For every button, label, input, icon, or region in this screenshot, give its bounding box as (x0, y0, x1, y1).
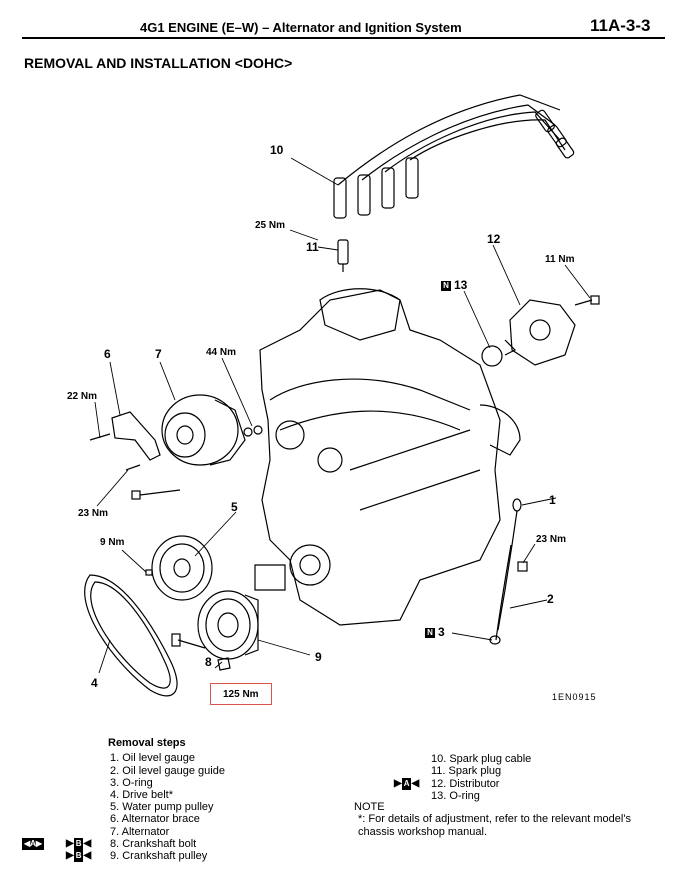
callout-9: 9 (315, 650, 322, 664)
arrow-left-icon: ◀ (83, 850, 92, 861)
callout-8: 8 (205, 655, 212, 669)
removal-step: 5. Water pump pulley (110, 801, 214, 813)
figure-code: 1EN0915 (552, 692, 597, 702)
arrow-right-icon: ▶ (394, 778, 402, 789)
removal-step: 6. Alternator brace (110, 813, 200, 825)
callout-5: 5 (231, 500, 238, 514)
callout-6: 6 (104, 347, 111, 361)
spark-plug-cables-drawing (333, 94, 575, 219)
header-rule (22, 37, 665, 39)
torque-label-water-pump-pulley: 9 Nm (100, 537, 125, 548)
torque-label-crankshaft-bolt: 125 Nm (223, 689, 259, 700)
removal-step: 8. Crankshaft bolt (110, 838, 197, 850)
n-badge-icon: N (425, 627, 435, 638)
marker-a-left: ◀A▶ (22, 838, 45, 850)
arrow-right-icon: ▶ (66, 838, 74, 849)
callout-13-number: 13 (454, 278, 468, 292)
removal-steps-title: Removal steps (108, 737, 186, 749)
callout-11: 11 (306, 240, 319, 254)
crankshaft-bolt-drawing (171, 633, 231, 671)
removal-step: 13. O-ring (431, 790, 480, 802)
torque-highlight-box (210, 683, 272, 705)
marker-a-step12: ▶A◀ (394, 778, 419, 790)
service-point-b-icon: B (73, 850, 84, 862)
service-point-b-icon: B (73, 838, 84, 850)
section-title: REMOVAL AND INSTALLATION <DOHC> (24, 55, 293, 71)
note-text: *: For details of adjustment, refer to t… (358, 813, 631, 838)
torque-label-brace: 22 Nm (67, 391, 98, 402)
service-point-a-icon: A (401, 778, 412, 790)
removal-step: 4. Drive belt* (110, 789, 173, 801)
service-point-a-icon: ◀A▶ (22, 838, 45, 850)
page-number: 11A-3-3 (590, 16, 651, 35)
distributor-o-ring-drawing (481, 345, 503, 367)
spark-plug-drawing (337, 239, 349, 272)
engine-block-drawing (254, 288, 521, 626)
torque-label-gauge-guide: 23 Nm (536, 534, 567, 545)
marker-b-step8: ▶B◀ (66, 838, 91, 850)
drive-belt-drawing (84, 574, 178, 697)
alternator-brace-drawing (89, 411, 161, 471)
arrow-right-icon: ▶ (66, 850, 74, 861)
note-heading: NOTE (354, 801, 385, 813)
n-badge-icon: N (441, 280, 451, 291)
engine-exploded-diagram (84, 94, 600, 697)
torque-label-spark-plug: 25 Nm (255, 220, 286, 231)
removal-step: 11. Spark plug (431, 765, 502, 777)
callout-7: 7 (155, 347, 162, 361)
callout-3-number: 3 (438, 625, 445, 639)
alternator-drawing (131, 394, 246, 500)
removal-step: 10. Spark plug cable (431, 753, 532, 765)
removal-step: 1. Oil level gauge (110, 752, 195, 764)
oil-gauge-drawing (495, 498, 528, 641)
removal-step: 3. O-ring (110, 777, 153, 789)
page-header-title: 4G1 ENGINE (E–W) – Alternator and Igniti… (140, 20, 462, 35)
callout-12: 12 (487, 232, 501, 246)
removal-step: 9. Crankshaft pulley (110, 850, 208, 862)
torque-label-alternator-lower: 23 Nm (78, 508, 109, 519)
distributor-drawing (504, 295, 600, 366)
callout-2: 2 (547, 592, 554, 606)
marker-b-step9: ▶B◀ (66, 850, 91, 862)
callout-1: 1 (549, 493, 556, 507)
removal-step: 2. Oil level gauge guide (110, 765, 225, 777)
water-pump-pulley-drawing (145, 535, 213, 601)
crankshaft-pulley-drawing (197, 590, 259, 660)
leader-lines (94, 157, 591, 674)
removal-step: 7. Alternator (110, 826, 170, 838)
removal-step: 12. Distributor (431, 778, 500, 790)
callout-4: 4 (91, 676, 98, 690)
arrow-left-icon: ◀ (411, 778, 420, 789)
arrow-left-icon: ◀ (83, 838, 92, 849)
callout-10: 10 (270, 143, 284, 157)
torque-label-alternator: 44 Nm (206, 347, 237, 358)
torque-label-distributor: 11 Nm (545, 254, 575, 265)
